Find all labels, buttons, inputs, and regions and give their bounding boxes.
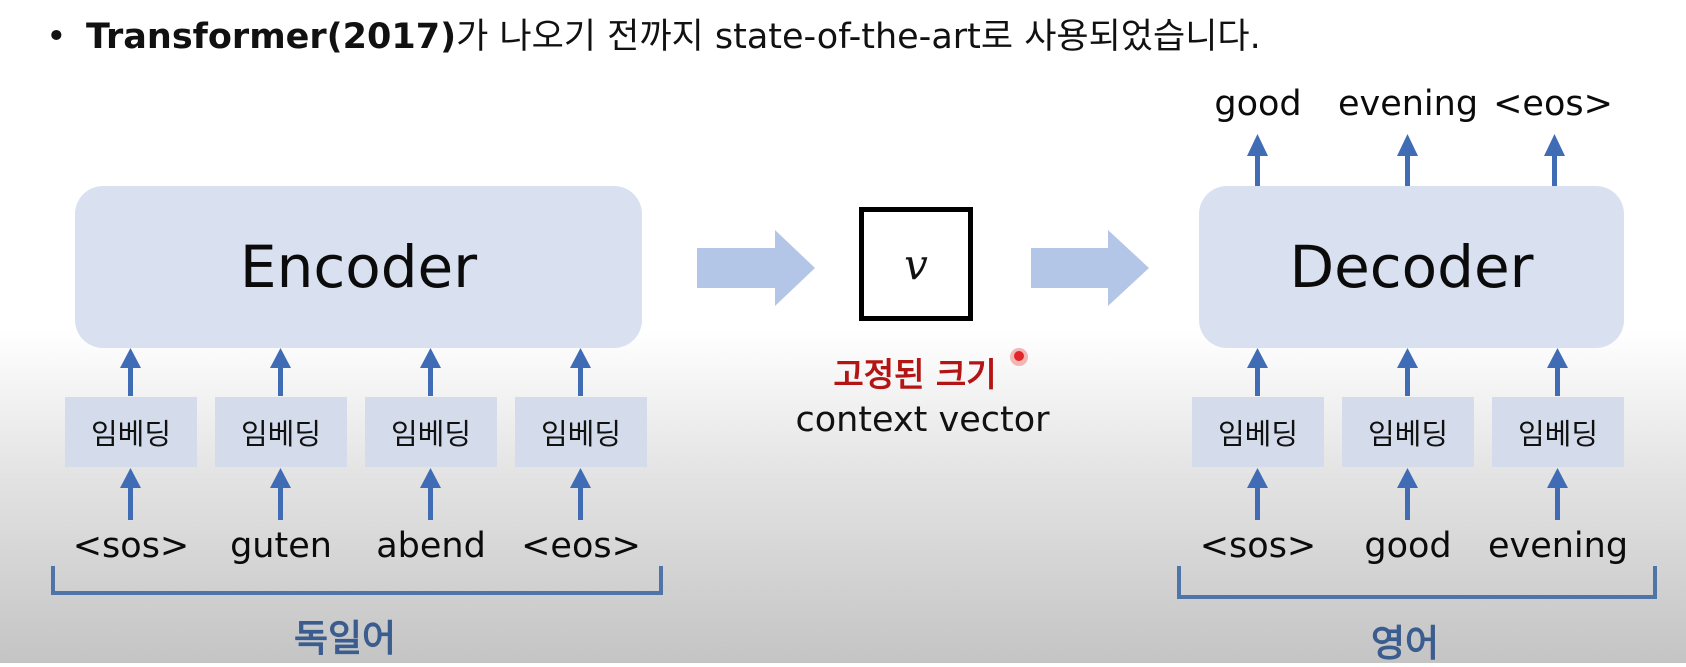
arrow-up-icon (1247, 348, 1268, 368)
encoder-label: Encoder (239, 233, 478, 301)
arrow-up-icon (570, 348, 591, 368)
arrow-up-icon (278, 484, 283, 520)
context-vector-symbol: v (904, 239, 928, 289)
arrow-up-icon (578, 364, 583, 396)
arrow-up-icon (1544, 134, 1565, 156)
decoder-output-token: good (1214, 84, 1302, 124)
arrow-up-icon (570, 468, 591, 488)
decoder-embedding-1: 임베딩 (1192, 397, 1324, 467)
arrow-up-icon (1255, 152, 1260, 186)
decoder-block: Decoder (1199, 186, 1624, 348)
arrow-up-icon (428, 364, 433, 396)
decoder-embedding-2: 임베딩 (1342, 397, 1474, 467)
embedding-label: 임베딩 (240, 417, 322, 451)
bullet-body-text: 가 나오기 전까지 state-of-the-art로 사용되었습니다. (456, 17, 1261, 57)
embedding-label: 임베딩 (1517, 417, 1599, 451)
arrow-up-icon (1255, 484, 1260, 520)
arrow-up-icon (1552, 152, 1557, 186)
decoder-input-token: good (1364, 526, 1452, 566)
embedding-label: 임베딩 (1367, 417, 1449, 451)
english-language-label: 영어 (1370, 622, 1440, 665)
arrow-up-icon (420, 348, 441, 368)
embedding-label: 임베딩 (90, 417, 172, 451)
arrow-up-icon (1555, 484, 1560, 520)
decoder-input-token: evening (1487, 526, 1629, 566)
encoder-input-token: <eos> (521, 526, 641, 566)
arrow-up-icon (1555, 364, 1560, 396)
arrow-up-icon (1255, 364, 1260, 396)
decoder-output-token: <eos> (1493, 84, 1613, 124)
embedding-label: 임베딩 (540, 417, 622, 451)
arrow-up-icon (278, 364, 283, 396)
fixed-size-label: 고정된 크기 (833, 355, 997, 394)
encoder-embedding-2: 임베딩 (215, 397, 347, 467)
arrow-up-icon (128, 484, 133, 520)
arrow-up-icon (1405, 152, 1410, 186)
arrow-up-icon (1405, 364, 1410, 396)
context-vector-label: context vector (795, 400, 1050, 440)
english-bracket (1177, 566, 1657, 599)
arrow-up-icon (1405, 484, 1410, 520)
arrow-up-icon (120, 348, 141, 368)
encoder-input-token: abend (376, 526, 486, 566)
encoder-embedding-1: 임베딩 (65, 397, 197, 467)
arrow-up-icon (578, 484, 583, 520)
arrow-up-icon (270, 348, 291, 368)
arrow-up-icon (1397, 468, 1418, 488)
german-bracket (51, 566, 663, 595)
arrow-up-icon (1547, 348, 1568, 368)
arrow-up-icon (120, 468, 141, 488)
encoder-embedding-3: 임베딩 (365, 397, 497, 467)
encoder-input-token: <sos> (72, 526, 190, 566)
german-language-label: 독일어 (293, 617, 397, 660)
context-vector-box: v (859, 207, 973, 321)
arrow-up-icon (428, 484, 433, 520)
encoder-input-token: guten (230, 526, 332, 566)
arrow-up-icon (1547, 468, 1568, 488)
pointer-dot-icon (1014, 351, 1024, 361)
bullet-strong-text: Transformer(2017) (86, 17, 457, 57)
big-right-arrow-icon (697, 230, 815, 306)
embedding-label: 임베딩 (1217, 417, 1299, 451)
embedding-label: 임베딩 (390, 417, 472, 451)
bullet-text: • Transformer(2017)가 나오기 전까지 state-of-the… (46, 8, 1261, 59)
decoder-label: Decoder (1289, 233, 1534, 301)
big-right-arrow-icon (1031, 230, 1149, 306)
bullet-marker: • (46, 17, 67, 57)
decoder-embedding-3: 임베딩 (1492, 397, 1624, 467)
encoder-block: Encoder (75, 186, 642, 348)
decoder-output-token: evening (1337, 84, 1479, 124)
arrow-up-icon (128, 364, 133, 396)
arrow-up-icon (1247, 134, 1268, 156)
arrow-up-icon (270, 468, 291, 488)
arrow-up-icon (1397, 348, 1418, 368)
arrow-up-icon (420, 468, 441, 488)
decoder-input-token: <sos> (1199, 526, 1317, 566)
arrow-up-icon (1397, 134, 1418, 156)
encoder-embedding-4: 임베딩 (515, 397, 647, 467)
arrow-up-icon (1247, 468, 1268, 488)
